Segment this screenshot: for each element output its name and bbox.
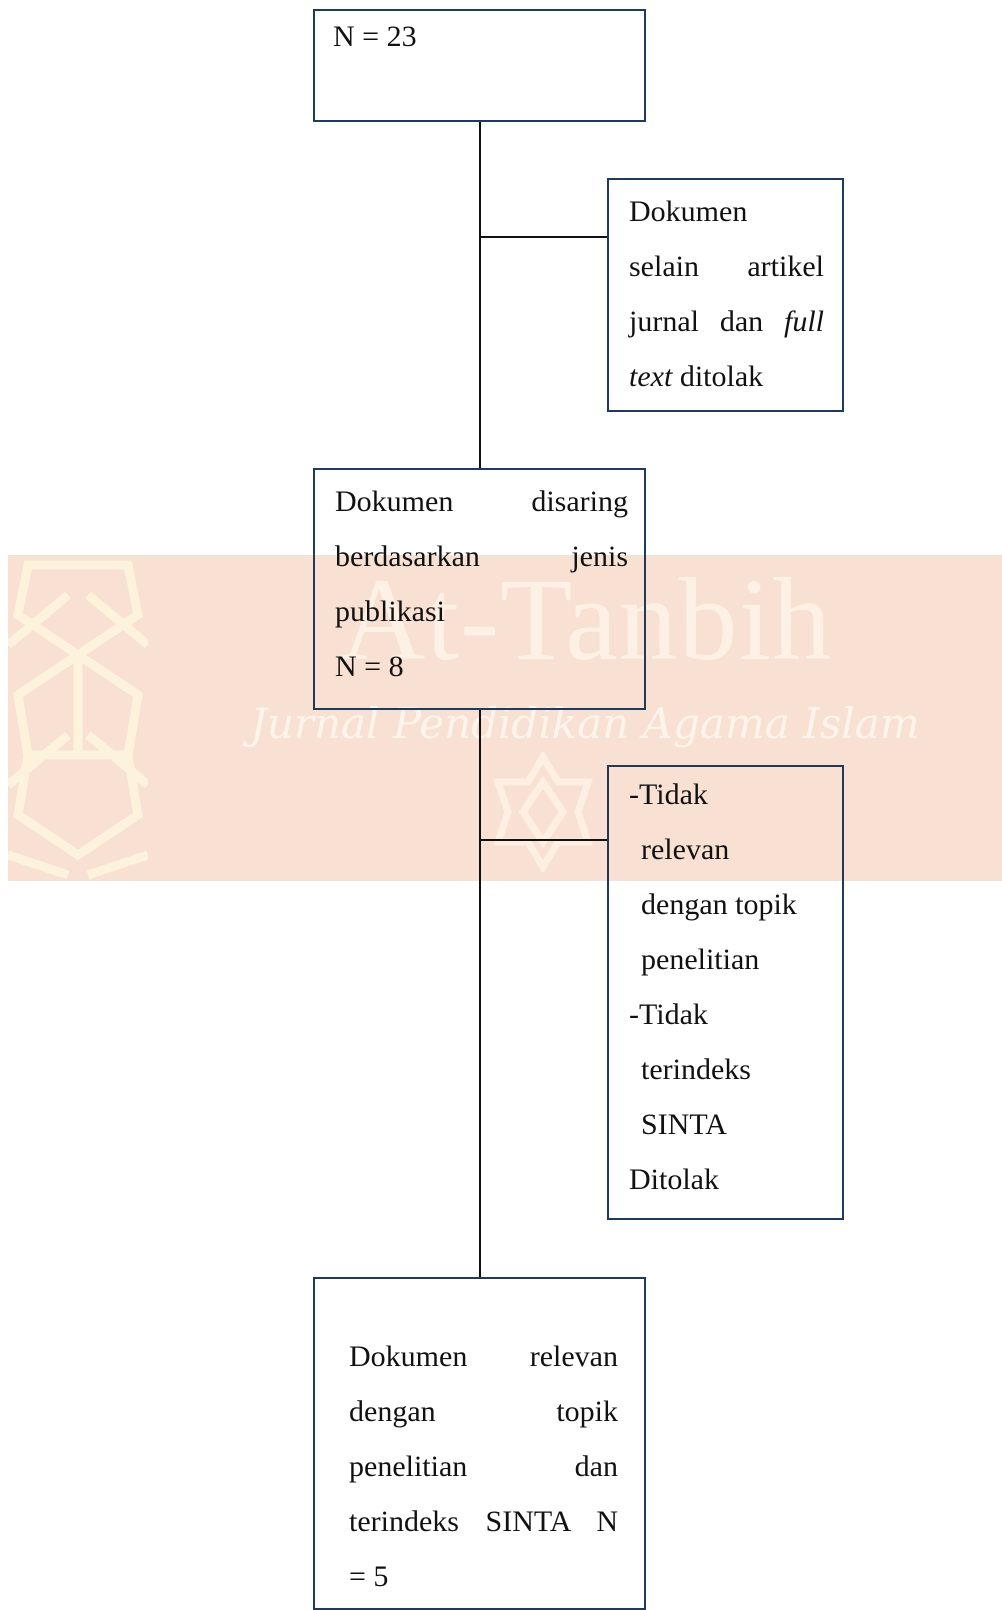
filtered-count: N = 8 [335,650,404,683]
start-count: N = 23 [333,20,417,53]
excluded-1-line-4: text ditolak [629,349,824,404]
final-line-1: Dokumen relevan [349,1340,618,1373]
excluded-2-line-7: SINTA [641,1108,727,1141]
excluded-1-line-1: Dokumen [629,195,748,228]
watermark-title: At-Tanbih [340,554,833,685]
connector-main-2 [479,710,481,1277]
excluded-1-line-2: selain artikel [629,250,824,283]
final-line-4: terindeks SINTA N [349,1505,618,1538]
filtered-line-1: Dokumen disaring [335,485,628,518]
excluded-box-2: -Tidak relevan dengan topik penelitian -… [607,765,844,1220]
excluded-2-line-5: -Tidak [629,998,708,1031]
excluded-2-line-8: Ditolak [629,1163,719,1196]
final-line-2: dengan topik [349,1395,618,1428]
excluded-1-line-3: jurnal dan full [629,294,824,349]
excluded-box-1: Dokumen selain artikel jurnal dan full t… [607,178,844,412]
watermark-subtitle: Jurnal Pendidikan Agama Islam [250,699,920,748]
final-count: = 5 [349,1560,389,1593]
filtered-line-3: publikasi [335,595,445,628]
excluded-2-line-1: -Tidak [629,778,708,811]
excluded-2-line-2: relevan [641,833,730,866]
watermark-pattern-icon [8,560,148,880]
excluded-2-line-3: dengan topik [641,888,797,921]
start-box: N = 23 [313,9,646,122]
excluded-1-line-3-italic: full [783,305,824,338]
connector-branch-2 [479,839,609,841]
connector-main-1 [479,122,481,468]
filtered-box: Dokumen disaring berdasarkan jenis publi… [313,468,646,710]
excluded-1-line-4-italic: text [629,360,673,393]
excluded-1-line-3-text: jurnal dan [629,305,784,338]
excluded-1-line-4-text: ditolak [672,360,764,393]
excluded-2-line-6: terindeks [641,1053,751,1086]
filtered-line-2: berdasarkan jenis [335,540,628,573]
excluded-2-line-4: penelitian [641,943,760,976]
connector-branch-1 [479,236,609,238]
final-line-3: penelitian dan [349,1450,618,1483]
final-box: Dokumen relevan dengan topik penelitian … [313,1277,646,1610]
watermark-star-icon [493,752,593,872]
